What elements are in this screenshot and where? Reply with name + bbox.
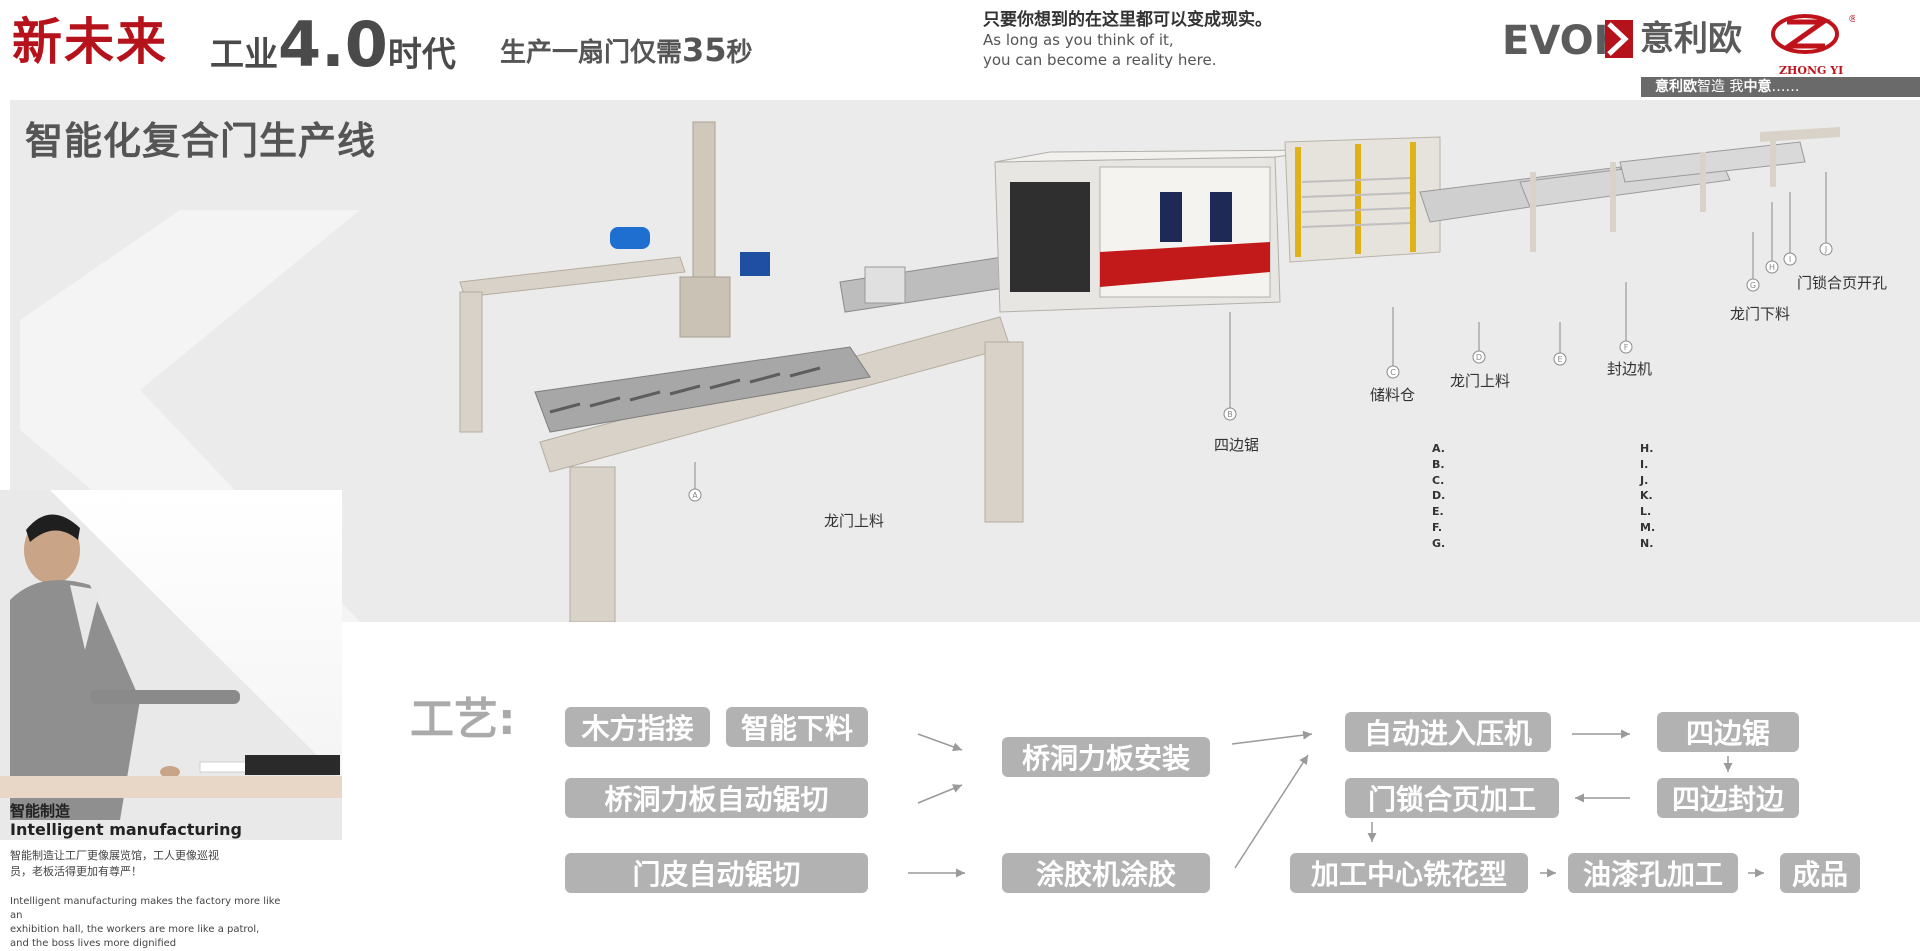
- callout-c-label: 储料仓: [1370, 386, 1416, 404]
- marker-h: H: [1769, 263, 1775, 272]
- callout-d-label: 龙门上料: [1450, 372, 1511, 390]
- legend-item: A.: [1432, 442, 1445, 455]
- marker-a: A: [692, 491, 698, 500]
- zhongyi-logo-text: ZHONG YI: [1779, 64, 1843, 77]
- legend-item: N.: [1640, 536, 1654, 550]
- panel-title: 智能化复合门生产线: [25, 119, 377, 163]
- marker-g: G: [1750, 281, 1756, 290]
- intelligent-desc-cn: 智能制造让工厂更像展览馆，工人更像巡视员，老板活得更加有尊严！: [10, 849, 219, 878]
- brand-tagline-mid: 智造 我: [1697, 79, 1744, 95]
- intelligent-title-cn: 智能制造: [10, 802, 71, 820]
- intelligent-title-en: Intelligent manufacturing: [10, 820, 242, 839]
- slogan-en-line2: you can become a reality here.: [983, 51, 1217, 69]
- legend-item: E.: [1432, 505, 1444, 519]
- step-cnc-milling-pattern: 加工中心铣花型: [1290, 853, 1528, 893]
- headline-red: 新未来: [12, 13, 168, 71]
- evok-logo: EVOK: [1502, 18, 1633, 64]
- step-lock-hinge-machining: 门锁合页加工: [1345, 778, 1559, 818]
- panel-decor-chevron: [20, 210, 360, 622]
- legend-item: D.: [1432, 489, 1446, 503]
- slogan-en-line1: As long as you think of it,: [983, 31, 1174, 49]
- marker-i: I: [1789, 255, 1791, 264]
- marker-d: D: [1476, 353, 1482, 362]
- brand-tagline-bold2: 中意: [1743, 79, 1772, 95]
- legend-item: K.: [1640, 489, 1653, 503]
- production-text: 生产一扇门仅需: [500, 38, 683, 68]
- evok-logo-cn: 意利欧: [1640, 19, 1742, 59]
- brand-tagline-bold1: 意利欧: [1655, 79, 1697, 95]
- zhongyi-logo: ® ZHONG YI: [1771, 14, 1855, 77]
- edge-bander-line-ej: [1419, 127, 1840, 252]
- step-finished-product: 成品: [1780, 853, 1860, 893]
- four-side-saw-b: [994, 149, 1331, 313]
- production-unit: 秒: [726, 38, 753, 68]
- storage-gantry-cd: [1284, 136, 1441, 263]
- legend-item: L.: [1640, 505, 1652, 519]
- businessman-photo: [0, 490, 342, 840]
- legend-col-2: H. I. J. K. L. M. N.: [1640, 441, 1655, 552]
- intelligent-desc-en-line1: Intelligent manufacturing makes the fact…: [10, 896, 281, 921]
- callout-j-label: 门锁合页开孔: [1797, 274, 1888, 292]
- step-four-side-edging: 四边封边: [1657, 778, 1799, 818]
- era-version: 4.0: [278, 8, 388, 81]
- intelligent-desc-en-line2: exhibition hall, the workers are more li…: [10, 924, 260, 935]
- slogan-cn: 只要你想到的在这里都可以变成现实。: [983, 10, 1272, 30]
- step-four-side-saw: 四边锯: [1657, 712, 1799, 752]
- brand-tagline-end: ……: [1771, 79, 1800, 95]
- intelligent-desc-en-line3: and the boss lives more dignified: [10, 938, 177, 949]
- slogan: 只要你想到的在这里都可以变成现实。 As long as you think o…: [983, 10, 1323, 70]
- step-wood-finger-joint: 木方指接: [565, 707, 710, 747]
- legend-item: M.: [1640, 520, 1656, 534]
- legend-col-1: A. B. C. D. E. F. G.: [1432, 441, 1445, 552]
- step-smart-cutting: 智能下料: [726, 707, 868, 747]
- step-bridge-board-sawing: 桥洞力板自动锯切: [565, 778, 868, 818]
- production-time-text: 生产一扇门仅需35秒: [500, 30, 753, 73]
- step-paint-hole-machining: 油漆孔加工: [1568, 853, 1738, 893]
- marker-c: C: [1390, 368, 1396, 377]
- legend-item: H.: [1640, 442, 1654, 455]
- svg-text:®: ®: [1848, 14, 1855, 25]
- legend-item: B.: [1432, 457, 1445, 471]
- callout-g-label: 龙门下料: [1730, 305, 1791, 323]
- process-title: 工艺:: [410, 694, 516, 745]
- industry-era-heading: 工业4.0时代: [210, 14, 456, 91]
- marker-b: B: [1227, 410, 1233, 419]
- legend-item: G.: [1432, 536, 1446, 550]
- production-line-illustration: A B C D E F G H I J: [459, 121, 1840, 622]
- callout-f-label: 封边机: [1607, 360, 1653, 378]
- production-number: 35: [682, 31, 727, 69]
- callout-b-label: 四边锯: [1214, 436, 1260, 454]
- marker-j: J: [1824, 245, 1827, 254]
- marker-e: E: [1557, 355, 1562, 364]
- era-suffix: 时代: [387, 35, 456, 75]
- marker-f: F: [1624, 343, 1629, 352]
- step-enter-press: 自动进入压机: [1345, 712, 1551, 752]
- legend-item: F.: [1432, 520, 1443, 534]
- legend-item: C.: [1432, 473, 1445, 487]
- step-glue-coating: 涂胶机涂胶: [1002, 853, 1210, 893]
- step-door-skin-sawing: 门皮自动锯切: [565, 853, 868, 893]
- legend-item: J.: [1640, 473, 1649, 487]
- callout-a-label: 龙门上料: [824, 512, 885, 530]
- step-bridge-board-install: 桥洞力板安装: [1002, 737, 1210, 777]
- brand-tagline-bar: 意利欧智造 我中意……: [1641, 77, 1920, 97]
- legend-item: I.: [1640, 457, 1649, 471]
- era-prefix: 工业: [210, 35, 278, 75]
- intelligent-desc-en: Intelligent manufacturing makes the fact…: [10, 895, 290, 951]
